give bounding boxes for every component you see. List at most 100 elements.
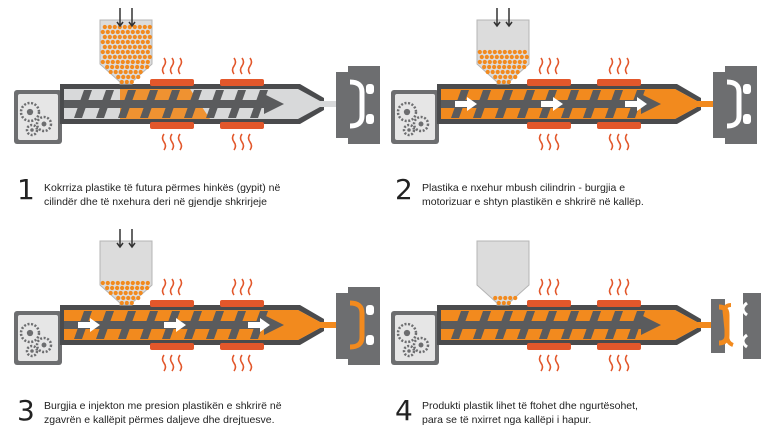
down-arrow-icon: [493, 8, 501, 28]
pellet: [145, 39, 150, 45]
gear-icon: [412, 115, 430, 133]
pellet: [482, 49, 487, 55]
pellet: [105, 64, 110, 70]
screw-flight: [539, 311, 557, 339]
pellet: [514, 54, 519, 60]
pellet: [115, 285, 120, 291]
pellet: [124, 300, 129, 306]
pellet: [503, 74, 508, 80]
pellet: [145, 49, 150, 55]
heat-wave-icon: [538, 354, 544, 372]
pellet: [100, 280, 105, 286]
pellet: [132, 54, 137, 60]
pellet: [105, 285, 110, 291]
pellet: [142, 44, 147, 50]
step-panel-3: 3 Burgjia e injekton me presion plastikë…: [0, 221, 389, 442]
heater-band: [220, 343, 264, 350]
pellet: [504, 54, 509, 60]
pellet: [120, 49, 125, 55]
pellet: [105, 39, 110, 45]
hopper-body: [99, 240, 153, 306]
heater-band: [527, 343, 571, 350]
pellet: [508, 74, 513, 80]
caption-line: para se të nxirret nga kallëpi i hapur.: [422, 414, 592, 426]
heat-wave-icon: [624, 354, 630, 372]
pellet: [482, 64, 487, 70]
pellet: [485, 69, 490, 75]
screw-flight: [583, 311, 601, 339]
screw-flight: [118, 90, 136, 118]
screw-flight: [140, 90, 158, 118]
pellet: [107, 34, 112, 40]
screw-flight: [495, 311, 513, 339]
pellet: [137, 44, 142, 50]
pellet: [496, 79, 501, 85]
down-arrow-icon: [116, 229, 124, 249]
heat-wave-icon: [624, 133, 630, 151]
pellet: [110, 59, 115, 65]
screw: [64, 90, 284, 118]
pellet: [118, 69, 123, 75]
screw-flight: [228, 311, 246, 339]
pellet: [502, 49, 507, 55]
flow-arrow-icon: [455, 97, 477, 111]
pellet: [117, 44, 122, 50]
pellet: [110, 39, 115, 45]
heat-wave-icon: [554, 133, 560, 151]
heat-wave-icon: [169, 57, 175, 75]
heat-wave-icon: [608, 57, 614, 75]
screw-flight: [140, 311, 158, 339]
pellet: [137, 54, 142, 60]
pellet: [122, 24, 127, 30]
down-arrow-icon: [116, 8, 124, 28]
gear-hub: [407, 128, 411, 132]
pellet: [112, 44, 117, 50]
pellet: [505, 69, 510, 75]
heat-wave-icon: [247, 278, 253, 296]
heat-wave-icon: [161, 133, 167, 151]
step-panel-2: 2 Plastika e nxehur mbush cilindrin - bu…: [389, 0, 778, 221]
caption-line: motorizuar e shtyn plastikën e shkrirë n…: [422, 196, 644, 208]
pellet: [105, 59, 110, 65]
pellet: [112, 34, 117, 40]
pellet: [125, 39, 130, 45]
heat-wave-icon: [538, 57, 544, 75]
pellet: [126, 295, 131, 301]
screw-flight: [561, 90, 579, 118]
pellet: [502, 59, 507, 65]
pellet: [132, 24, 137, 30]
pellet: [110, 280, 115, 286]
pellet: [512, 64, 517, 70]
heater-band: [527, 79, 571, 86]
pellet: [129, 300, 134, 306]
pellet: [506, 300, 511, 306]
pellet: [479, 54, 484, 60]
mold-half-fixed: [713, 72, 725, 138]
pellet: [121, 74, 126, 80]
heater-band: [220, 79, 264, 86]
mold-notch: [366, 84, 374, 94]
step-panel-4: 4 Produkti plastik lihet të ftohet dhe n…: [389, 221, 778, 442]
heater-band: [150, 300, 194, 307]
mold: [711, 293, 761, 359]
plastic-pellets: [493, 295, 518, 306]
pellet: [123, 69, 128, 75]
pellet: [123, 290, 128, 296]
pellet: [130, 49, 135, 55]
pellet: [105, 29, 110, 35]
heat-wave-icon: [177, 278, 183, 296]
pellet: [120, 59, 125, 65]
pellet: [135, 64, 140, 70]
heat-wave-icon: [538, 278, 544, 296]
heater-band: [597, 122, 641, 129]
pellet: [130, 59, 135, 65]
pellet: [493, 295, 498, 301]
pellet: [484, 54, 489, 60]
heat-wave-icon: [624, 57, 630, 75]
step-number: 3: [17, 394, 35, 427]
pellet: [145, 29, 150, 35]
pellet: [140, 29, 145, 35]
heat-wave-icon: [546, 57, 552, 75]
heat-wave-icon: [239, 354, 245, 372]
heat-wave-icon: [546, 133, 552, 151]
